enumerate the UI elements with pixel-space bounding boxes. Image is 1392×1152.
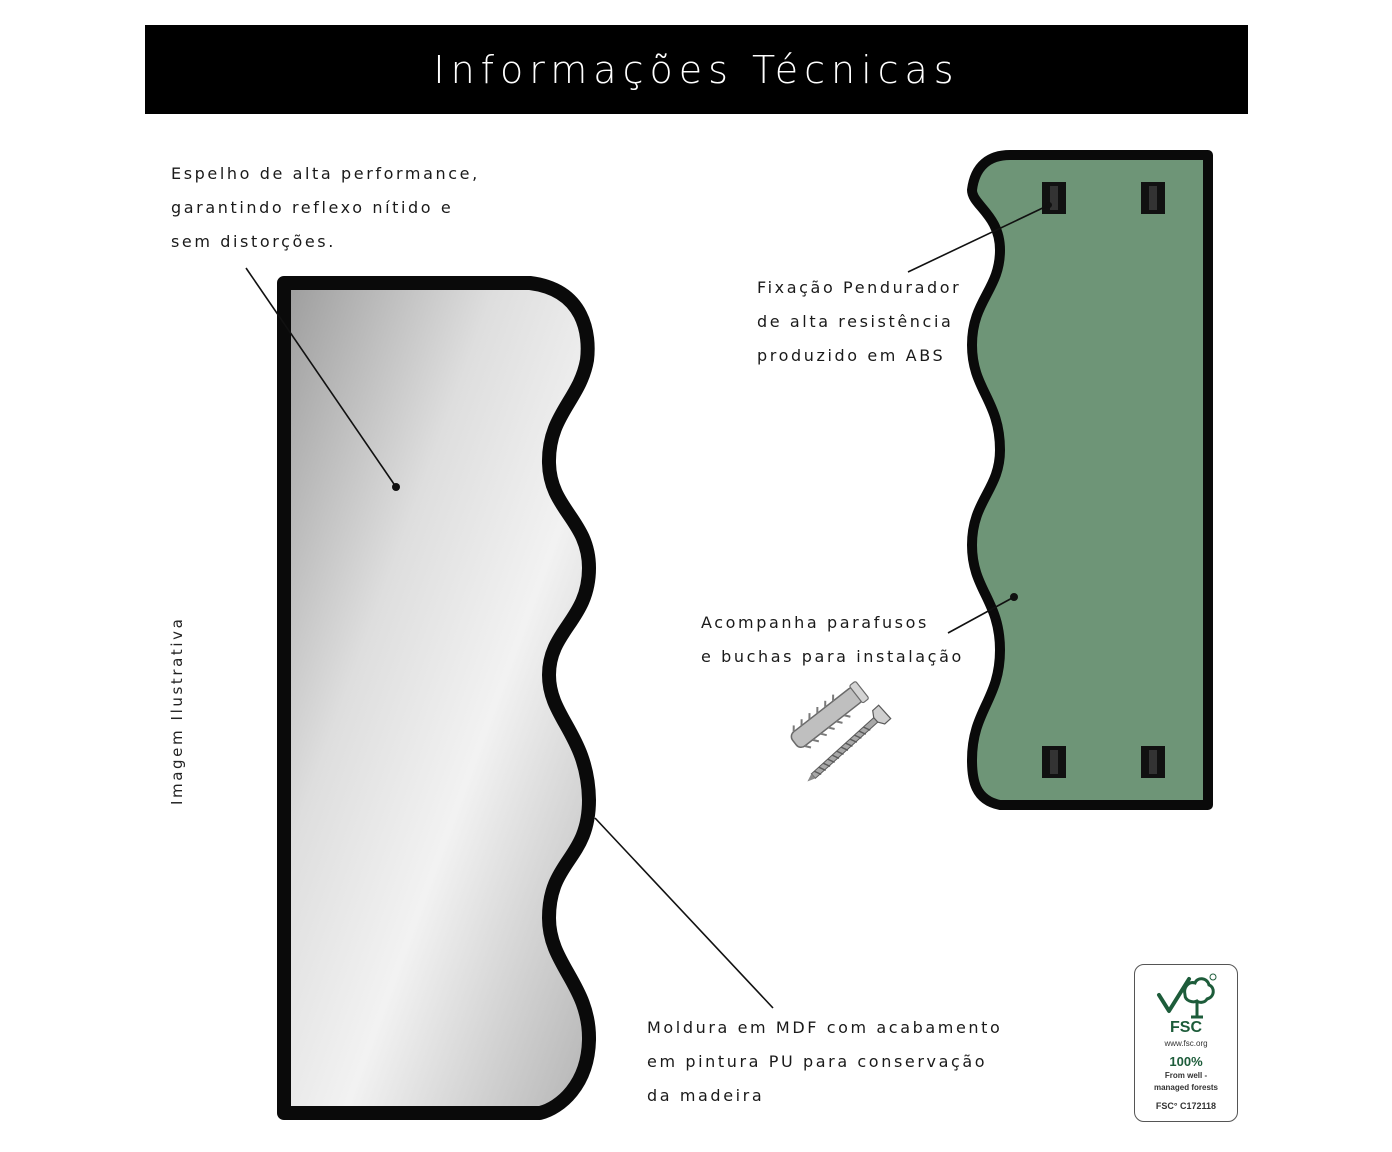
callout-line: em pintura PU para conservação bbox=[647, 1052, 988, 1071]
callout-line: da madeira bbox=[647, 1086, 765, 1105]
illustrative-image-note: Imagem Ilustrativa bbox=[168, 616, 186, 805]
fsc-sub-line: managed forests bbox=[1153, 1083, 1219, 1092]
callout-line: e buchas para instalação bbox=[701, 647, 964, 666]
callout-frame: Moldura em MDF com acabamento em pintura… bbox=[647, 1011, 1002, 1113]
mirror-front bbox=[277, 276, 597, 1120]
fsc-sub-line: From well - bbox=[1164, 1071, 1208, 1080]
fsc-brand: FSC bbox=[1170, 1019, 1202, 1036]
callout-line: de alta resistência bbox=[757, 312, 954, 331]
callout-line: Acompanha parafusos bbox=[701, 613, 929, 632]
title-banner: Informações Técnicas bbox=[145, 25, 1248, 114]
callout-line: Espelho de alta performance, bbox=[171, 164, 480, 183]
callout-hanger: Fixação Pendurador de alta resistência p… bbox=[757, 271, 961, 373]
callout-line: garantindo reflexo nítido e bbox=[171, 198, 454, 217]
hanger-icon bbox=[1042, 182, 1165, 778]
leader-lines bbox=[245, 204, 1050, 1009]
fsc-url: www.fsc.org bbox=[1164, 1039, 1208, 1048]
page-title: Informações Técnicas bbox=[433, 47, 960, 92]
fsc-license-code: FSC° C172118 bbox=[1155, 1101, 1217, 1111]
callout-line: Moldura em MDF com acabamento bbox=[647, 1018, 1003, 1037]
callout-mirror: Espelho de alta performance, garantindo … bbox=[171, 157, 480, 259]
leader-dots bbox=[392, 202, 1052, 601]
callout-line: produzido em ABS bbox=[757, 346, 946, 365]
mirror-back-panel bbox=[967, 150, 1213, 810]
screw-and-plug-icon bbox=[790, 681, 892, 782]
callout-line: sem distorções. bbox=[171, 232, 336, 251]
callout-screws: Acompanha parafusos e buchas para instal… bbox=[701, 606, 964, 674]
fsc-tree-icon bbox=[1157, 973, 1217, 1019]
callout-line: Fixação Pendurador bbox=[757, 278, 962, 297]
fsc-percent: 100% bbox=[1169, 1054, 1203, 1069]
fsc-certification-badge: FSC www.fsc.org 100% From well - managed… bbox=[1134, 964, 1238, 1122]
